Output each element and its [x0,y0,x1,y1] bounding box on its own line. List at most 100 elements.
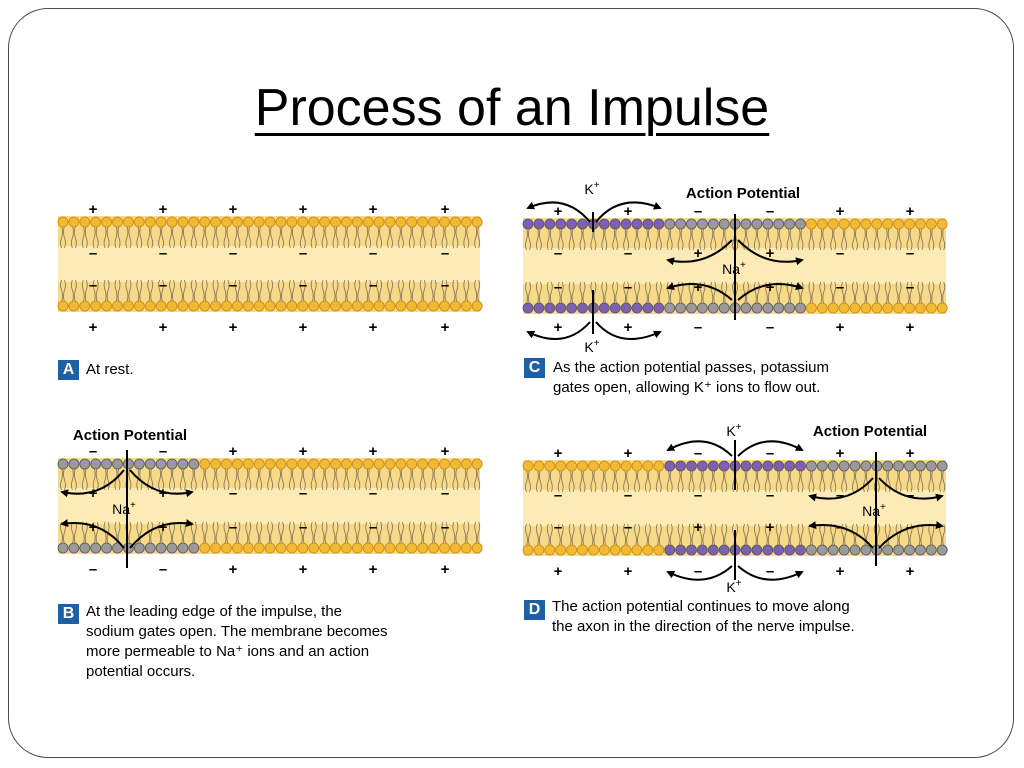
panel-d-plus-inner: + [766,519,775,536]
panel-d-minus-inner: – [906,487,914,504]
panel-a-minus-inner: – [441,277,449,294]
panel-b-minus-inner: – [441,519,449,536]
panel-b-action-potential-label: Action Potential [73,427,187,444]
panel-c-minus-bottom: – [766,319,774,336]
panel-c-plus-top: + [836,203,845,220]
panel-d-caption-line: the axon in the direction of the nerve i… [552,618,855,635]
panel-d-plus-inner: + [694,519,703,536]
panel-b-plus-bottom: + [441,561,450,578]
panel-b-plus-top: + [369,443,378,460]
panel-d-na-arrow [808,477,874,502]
panel-b-minus-top: – [159,443,167,460]
panel-a-plus-top: + [89,201,98,218]
panel-c-na-arrow [666,282,733,301]
panel-a-plus-bottom: + [441,319,450,336]
panel-c-plus-top: + [906,203,915,220]
panel-a-plus-bottom: + [369,319,378,336]
panel-b-plus-inner: + [89,485,98,502]
panel-b-na-arrow [129,519,194,549]
panel-c-caption: As the action potential passes, potassiu… [553,358,829,398]
panel-b-plus-inner: + [159,519,168,536]
panel-c-badge: C [524,358,545,378]
panel-d-plus-top: + [836,445,845,462]
panel-b-caption-line: sodium gates open. The membrane becomes [86,623,388,640]
panel-a-minus-inner: – [89,277,97,294]
panel-a-plus-top: + [441,201,450,218]
panel-d-minus-inner: – [694,487,702,504]
panel-c-plus-inner: + [766,279,775,296]
panel-a-minus-inner: – [229,245,237,262]
panel-d-k-arrow [666,440,733,457]
panel-b-plus-bottom: + [369,561,378,578]
panel-b-plus-top: + [441,443,450,460]
panel-d-na-arrow [808,521,874,549]
panel-c-minus-inner: – [906,245,914,262]
panel-a-minus-inner: – [159,277,167,294]
panel-d-minus-inner: – [836,487,844,504]
panel-d-k-arrow [666,565,733,581]
panel-d-minus-inner: – [554,487,562,504]
panel-c-plus-top: + [554,203,563,220]
slide-frame [8,8,1014,758]
panel-d-na-arrow [878,521,944,549]
panel-c-na-arrow [737,282,804,301]
panel-c-minus-inner: – [906,279,914,296]
panel-b-badge: B [58,604,79,624]
panel-d-plus-bottom: + [554,563,563,580]
panel-b-minus-top: – [89,443,97,460]
panel-b-caption: At the leading edge of the impulse, the … [86,602,388,682]
panel-c-plus-bottom: + [624,319,633,336]
panel-a-caption: At rest. [86,361,134,378]
panel-d-plus-bottom: + [624,563,633,580]
panel-b-minus-inner: – [299,519,307,536]
panel-b-caption-line: more permeable to Na⁺ ions and an action [86,643,370,660]
panel-c-na-arrow [737,239,804,266]
panel-c-minus-inner: – [624,279,632,296]
panel-a-badge: A [58,360,79,380]
panel-a-minus-inner: – [299,277,307,294]
panel-c-minus-inner: – [554,279,562,296]
panel-d-k-label-bottom: K+ [726,578,741,595]
panel-c-minus-inner: – [554,245,562,262]
panel-d-plus-top: + [554,445,563,462]
panel-b-minus-inner: – [369,485,377,502]
panel-d-k-arrow [737,440,804,457]
panel-d-caption-line: The action potential continues to move a… [552,598,850,615]
panel-a-plus-bottom: + [229,319,238,336]
panel-c-plus-bottom: + [906,319,915,336]
panel-c-k-arrow [526,321,591,340]
panel-b-na-arrow [129,469,194,498]
panel-d-minus-bottom: – [766,563,774,580]
panel-d-k-label-top-text: K+ [726,422,741,439]
panel-c-k-label-bottom-text: K+ [584,338,599,355]
slide-title: Process of an Impulse [254,79,770,137]
panel-c-minus-inner: – [836,245,844,262]
panel-d-minus-top: – [766,445,774,462]
panel-d-k-label-bottom-text: K+ [726,578,741,595]
panel-a-membrane [57,216,483,312]
panel-d-badge: D [524,600,545,620]
panel-c-caption-line: As the action potential passes, potassiu… [553,359,829,376]
panel-c-plus-bottom: + [554,319,563,336]
panel-b-na-arrow [60,519,125,549]
panel-c-k-label-top: K+ [584,180,599,197]
panel-c-k-label-bottom: K+ [584,338,599,355]
panel-a-minus-inner: – [229,277,237,294]
panel-d-caption: The action potential continues to move a… [552,597,855,637]
panel-c-plus-top: + [624,203,633,220]
panel-b-plus-top: + [299,443,308,460]
panel-c-minus-top: – [694,203,702,220]
panel-b-minus-bottom: – [89,561,97,578]
panel-b-caption-line: potential occurs. [86,663,196,680]
panel-a-plus-bottom: + [89,319,98,336]
panel-d-minus-inner: – [766,487,774,504]
panel-c-caption-line: gates open, allowing K⁺ ions to flow out… [553,379,821,396]
panel-a-plus-top: + [159,201,168,218]
panel-a-minus-inner: – [369,245,377,262]
panel-a-membrane-core [58,246,480,282]
panel-c-plus-inner: + [766,245,775,262]
panel-a-plus-bottom: + [299,319,308,336]
panel-b-minus-inner: – [369,519,377,536]
panel-c-plus-inner: + [694,279,703,296]
